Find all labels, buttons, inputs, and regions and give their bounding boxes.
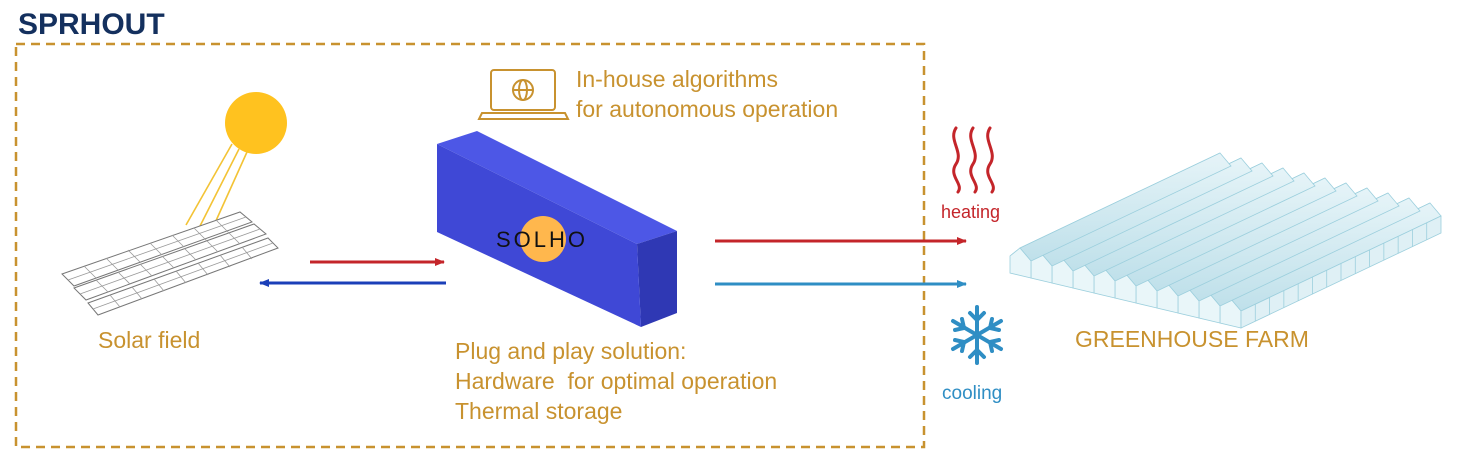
snowflake-icon — [951, 305, 1003, 365]
algorithms-line-1: In-house algorithms — [576, 66, 778, 92]
solho-logo-text: SOLHO — [496, 227, 589, 252]
plug-and-play-label: Plug and play solution: Hardware for opt… — [455, 336, 777, 426]
greenhouse-icon — [1009, 152, 1442, 329]
algorithms-label: In-house algorithms for autonomous opera… — [576, 64, 838, 124]
plug-line-2: Hardware for optimal operation — [455, 368, 778, 394]
system-boundary — [14, 42, 926, 449]
solar-panels-icon — [61, 211, 279, 316]
cooling-label: cooling — [942, 383, 1003, 404]
storage-unit — [437, 131, 677, 327]
heat-waves-icon — [952, 126, 995, 194]
plug-line-3: Thermal storage — [455, 398, 623, 424]
diagram-title: SPRHOUT — [18, 8, 165, 41]
greenhouse-farm-label: GREENHOUSE FARM — [1075, 326, 1309, 352]
solho-logo-icon — [520, 216, 566, 262]
laptop-globe-icon — [477, 69, 570, 120]
solar-field-label: Solar field — [98, 327, 201, 353]
heating-label: heating — [941, 202, 1001, 222]
algorithms-line-2: for autonomous operation — [576, 96, 839, 122]
plug-line-1: Plug and play solution: — [455, 338, 687, 364]
